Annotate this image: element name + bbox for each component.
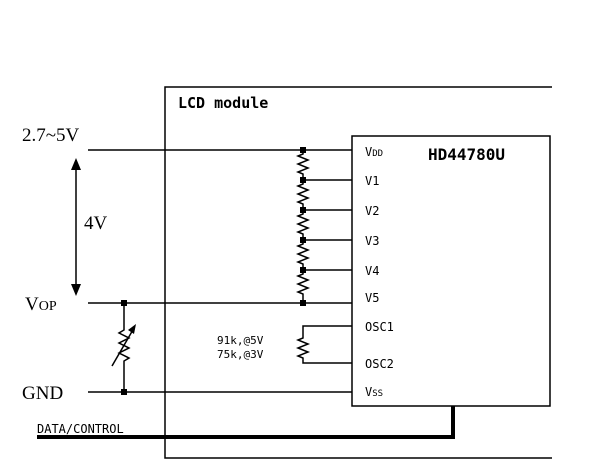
oscillator-value-line-1: 91k,@5V: [217, 334, 264, 347]
variable-resistor-arrowhead-icon: [128, 324, 136, 334]
divider-resistor-5: [295, 270, 311, 303]
pin-label-osc1: OSC1: [365, 320, 394, 334]
junction-v1: [300, 177, 306, 183]
variable-resistor-arrow-icon: [111, 327, 135, 367]
junction-v4: [300, 267, 306, 273]
resistor-divider: [295, 150, 311, 303]
junction-vdd: [300, 147, 306, 153]
vop-variable-resistor: [117, 303, 131, 392]
divider-resistor-1: [295, 150, 311, 180]
voltage-span-label: 4V: [84, 213, 108, 234]
pin-label-v1: V1: [365, 174, 379, 188]
pin-label-v3: V3: [365, 234, 379, 248]
pin-label-v2: V2: [365, 204, 379, 218]
data-control-label: DATA/CONTROL: [37, 422, 124, 436]
oscillator-value-line-2: 75k,@3V: [217, 348, 264, 361]
divider-resistor-4: [295, 240, 311, 270]
junction-v3: [300, 237, 306, 243]
lcd-module-boundary: [164, 86, 552, 459]
lcd-module-title: LCD module: [178, 94, 268, 112]
span-arrow-up-icon: [71, 158, 81, 170]
vcc-label: 2.7~5V: [22, 125, 80, 146]
junction-v2: [300, 207, 306, 213]
vop-label: VOP: [25, 294, 57, 315]
divider-resistor-2: [295, 180, 311, 210]
gnd-label: GND: [22, 383, 63, 404]
pin-label-v5: V5: [365, 291, 379, 305]
oscillator-resistor: [295, 325, 352, 364]
pin-label-vss: VSS: [365, 385, 383, 399]
data-control-bus: [37, 406, 455, 439]
pin-label-v4: V4: [365, 264, 379, 278]
pin-label-osc2: OSC2: [365, 357, 394, 371]
span-arrow-down-icon: [71, 284, 81, 296]
junction-v5: [300, 300, 306, 306]
chip-name: HD44780U: [428, 145, 505, 164]
divider-resistor-3: [295, 210, 311, 240]
pin-label-vdd: VDD: [365, 145, 383, 159]
